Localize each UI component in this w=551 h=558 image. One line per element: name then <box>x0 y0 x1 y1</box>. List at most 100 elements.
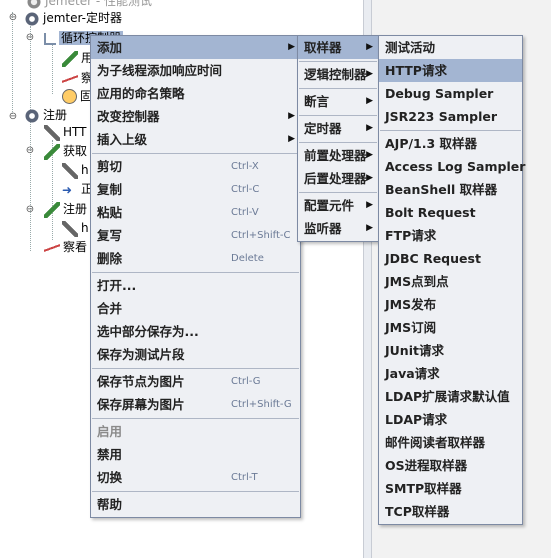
tree-node-fetch[interactable]: 获取 <box>44 141 87 161</box>
menu-item-debug-sampler[interactable]: Debug Sampler <box>385 86 494 101</box>
menu-item-jsr223-sampler[interactable]: JSR223 Sampler <box>385 109 498 124</box>
menu-item-listener[interactable]: 监听器▶ <box>298 217 378 240</box>
graph-icon <box>44 239 60 256</box>
submenu-arrow-icon: ▶ <box>366 96 373 106</box>
menu-item-jms-point-to-point[interactable]: JMS点到点 <box>385 274 449 289</box>
menu-item-insert-parent[interactable]: 插入上级▶ <box>91 128 300 151</box>
menu-item-ldap-request[interactable]: LDAP请求 <box>385 412 448 427</box>
tree-node-header[interactable]: h <box>62 160 89 180</box>
menu-separator <box>92 491 299 492</box>
menu-item-add[interactable]: 添加▶ <box>91 36 300 59</box>
menu-item-sampler[interactable]: 取样器▶ <box>298 36 378 59</box>
submenu-arrow-icon: ▶ <box>366 123 373 133</box>
menu-item-jdbc-request[interactable]: JDBC Request <box>385 251 481 266</box>
split-pane-divider[interactable] <box>363 0 372 558</box>
menu-item-ajp-sampler[interactable]: AJP/1.3 取样器 <box>385 136 478 151</box>
menu-item-save-selection-as[interactable]: 选中部分保存为... <box>97 324 199 339</box>
arrow-right-icon: ➜ <box>62 182 73 197</box>
tree-node-register[interactable]: 注册 <box>44 199 87 219</box>
menu-separator <box>299 192 377 193</box>
menu-item-test-action[interactable]: 测试活动 <box>385 40 436 55</box>
gear-icon <box>24 10 40 27</box>
submenu-arrow-icon: ▶ <box>366 223 373 233</box>
menu-item-http-request[interactable]: HTTP请求 <box>379 59 522 82</box>
menu-item-assertion[interactable]: 断言▶ <box>298 90 378 113</box>
collapse-toggle[interactable]: ⊖ <box>25 32 35 43</box>
sampler-submenu: 测试活动 HTTP请求 Debug Sampler JSR223 Sampler… <box>378 35 526 525</box>
menu-item-disable[interactable]: 禁用 <box>97 447 123 462</box>
menu-separator <box>299 61 377 62</box>
menu-item-change-controller[interactable]: 改变控制器▶ <box>91 105 300 128</box>
tree-node-timer[interactable]: 固 <box>62 86 92 106</box>
menu-item-java-request[interactable]: Java请求 <box>385 366 440 381</box>
loop-controller-icon <box>44 32 56 45</box>
tree-node-thread-group[interactable]: jemter-定时器 <box>24 8 122 28</box>
pipette-icon <box>44 143 60 160</box>
tree-node-listener-2[interactable]: 察看 <box>44 237 87 257</box>
menu-item-junit-request[interactable]: JUnit请求 <box>385 343 444 358</box>
menu-item-mail-reader-sampler[interactable]: 邮件阅读者取样器 <box>385 435 486 450</box>
pipette-icon <box>44 201 60 218</box>
menu-item-timer[interactable]: 定时器▶ <box>298 117 378 140</box>
submenu-arrow-icon: ▶ <box>288 42 295 52</box>
menu-separator <box>92 153 299 154</box>
menu-item-ldap-extended-request[interactable]: LDAP扩展请求默认值 <box>385 389 510 404</box>
collapse-toggle[interactable]: ⊖ <box>8 111 18 122</box>
menu-item-logic-controller[interactable]: 逻辑控制器▶ <box>298 63 378 86</box>
menu-separator <box>299 142 377 143</box>
menu-separator <box>380 130 521 131</box>
menu-item-bolt-request[interactable]: Bolt Request <box>385 205 476 220</box>
collapse-toggle[interactable]: ⊖ <box>8 12 18 23</box>
menu-item-post-processor[interactable]: 后置处理器▶ <box>298 167 378 190</box>
submenu-arrow-icon: ▶ <box>366 173 373 183</box>
menu-separator <box>92 368 299 369</box>
tree-node-header-2[interactable]: h <box>62 218 89 238</box>
add-submenu: 取样器▶ 逻辑控制器▶ 断言▶ 定时器▶ 前置处理器▶ 后置处理器▶ 配置元件▶… <box>297 35 379 242</box>
menu-item-tcp-sampler[interactable]: TCP取样器 <box>385 504 450 519</box>
collapse-toggle[interactable]: ⊖ <box>25 145 35 156</box>
pipette-icon <box>62 50 78 67</box>
menu-item-help[interactable]: 帮助 <box>97 497 123 512</box>
menu-item-smtp-sampler[interactable]: SMTP取样器 <box>385 481 462 496</box>
clock-icon <box>62 89 77 104</box>
tree-node-test-plan[interactable]: Jemeter - 性能测试 <box>26 0 152 11</box>
menu-item-beanshell-sampler[interactable]: BeanShell 取样器 <box>385 182 498 197</box>
submenu-arrow-icon: ▶ <box>366 200 373 210</box>
submenu-arrow-icon: ▶ <box>288 111 295 121</box>
menu-item-add-response-time[interactable]: 为子线程添加响应时间 <box>97 63 223 78</box>
tree-node-extractor[interactable]: ➜正 <box>62 182 94 197</box>
menu-item-naming-policy[interactable]: 应用的命名策略 <box>97 86 185 101</box>
menu-item-os-process-sampler[interactable]: OS进程取样器 <box>385 458 468 473</box>
collapse-toggle[interactable]: ⊖ <box>25 204 35 215</box>
menu-separator <box>299 88 377 89</box>
tree-node-listener-1[interactable]: 察 <box>62 68 93 88</box>
menu-item-access-log-sampler[interactable]: Access Log Sampler <box>385 159 526 174</box>
menu-item-save-as-test-fragment[interactable]: 保存为测试片段 <box>97 347 185 362</box>
menu-item-pre-processor[interactable]: 前置处理器▶ <box>298 144 378 167</box>
submenu-arrow-icon: ▶ <box>366 42 373 52</box>
submenu-arrow-icon: ▶ <box>366 69 373 79</box>
menu-item-enable: 启用 <box>97 424 123 439</box>
tree-node-sampler-1[interactable]: 用 <box>62 48 93 68</box>
menu-item-jms-publisher[interactable]: JMS发布 <box>385 297 437 312</box>
menu-item-jms-subscriber[interactable]: JMS订阅 <box>385 320 437 335</box>
gear-icon <box>26 0 42 10</box>
tree-node-http-default[interactable]: HTT <box>44 122 86 142</box>
menu-item-merge[interactable]: 合并 <box>97 301 123 316</box>
menu-separator <box>92 418 299 419</box>
menu-item-config-element[interactable]: 配置元件▶ <box>298 194 378 217</box>
menu-item-open[interactable]: 打开... <box>97 278 137 293</box>
tree-node-register-group[interactable]: 注册 <box>24 105 67 125</box>
gear-icon <box>24 107 40 124</box>
menu-item-ftp-request[interactable]: FTP请求 <box>385 228 437 243</box>
wrench-icon <box>44 124 60 141</box>
